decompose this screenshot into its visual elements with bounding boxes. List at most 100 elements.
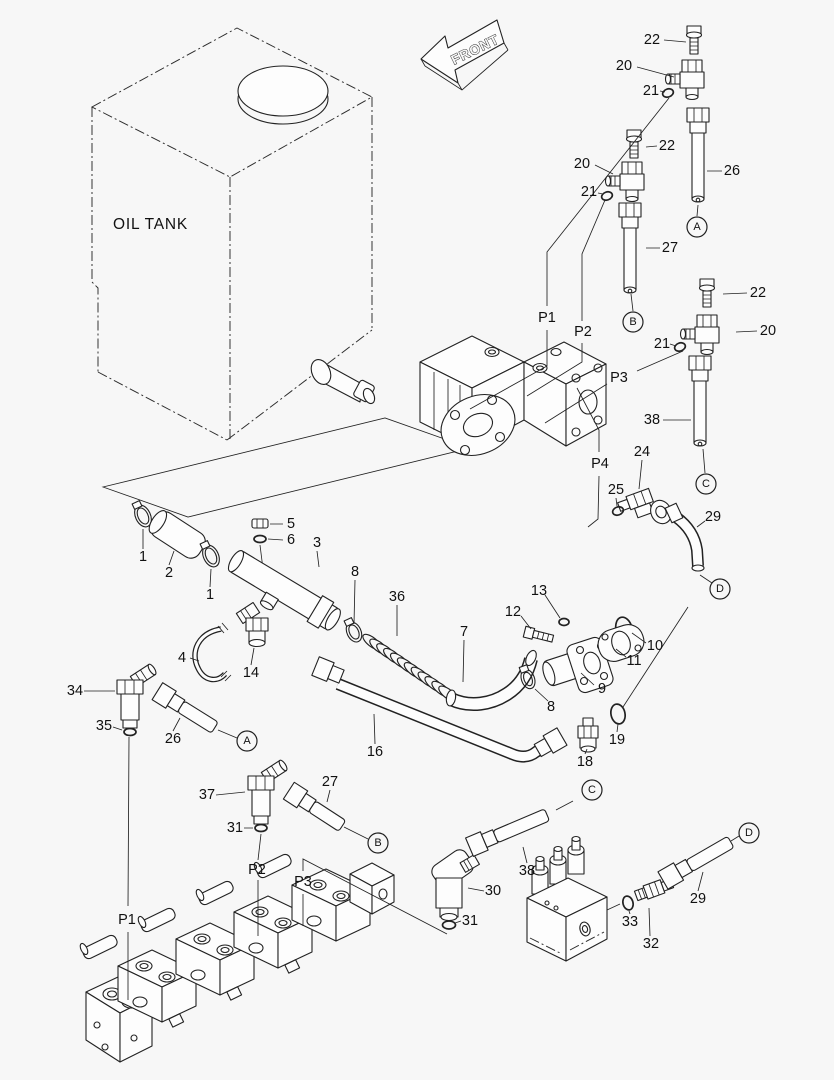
hose-29 [657, 836, 734, 890]
front-direction-arrow: FRONT [420, 19, 509, 91]
elbow-adapter-24 [617, 487, 654, 519]
part-callout: 29 [690, 891, 706, 907]
o-ring-31 [441, 920, 457, 930]
o-ring-25 [611, 505, 625, 517]
part-callout: 8 [351, 564, 359, 580]
part-callout: 38 [519, 863, 535, 879]
part-callout: 16 [367, 744, 383, 760]
connector-letter: D [716, 583, 724, 595]
o-ring-21 [661, 87, 675, 99]
connector-circle [236, 730, 258, 752]
part-callout: 20 [760, 323, 776, 339]
part-callout: 3 [313, 535, 321, 551]
part-callout: 31 [227, 820, 243, 836]
o-ring-33 [621, 895, 635, 911]
part-callout: 19 [609, 732, 625, 748]
hose-27 [282, 781, 346, 831]
part-callout: 21 [654, 336, 670, 352]
elbow-adapter-20 [604, 161, 645, 203]
part-callout: 5 [287, 516, 295, 532]
connector-letter: B [629, 316, 636, 328]
control-valve-bank [79, 853, 395, 1063]
part-callout: 21 [581, 184, 597, 200]
hose-26 [686, 107, 710, 203]
part-callout: 25 [608, 482, 624, 498]
bolt-22 [698, 278, 716, 308]
connector-circle [738, 822, 760, 844]
part-callout: 31 [462, 913, 478, 929]
connector-label: C [581, 779, 603, 801]
connector-circle [367, 832, 389, 854]
elbow-37 [247, 759, 288, 825]
solenoid-valve-block [526, 835, 608, 962]
part-callout: 33 [622, 914, 638, 930]
hose-clamp-8 [518, 664, 536, 690]
part-callout: P1 [118, 912, 136, 928]
connector-circle [581, 779, 603, 801]
part-callout: 29 [705, 509, 721, 525]
part-callout: P3 [294, 874, 312, 890]
part-callout: 27 [662, 240, 678, 256]
oil-tank-label: OIL TANK [113, 216, 188, 233]
hose-16 [311, 656, 568, 763]
hose-29 [650, 499, 705, 572]
valve-section [137, 907, 255, 1001]
connector-circle [686, 216, 708, 238]
valve-section [195, 880, 313, 974]
part-callout: 6 [287, 532, 295, 548]
suction-spring-36 [362, 633, 458, 702]
suction-tube-3 [227, 550, 341, 631]
elbow-34 [116, 663, 157, 729]
callout-layer: 2220212622202127P1P2222021P338P424252912… [67, 32, 776, 952]
part-callout: 2 [165, 565, 173, 581]
connector-letter: A [693, 221, 701, 233]
suction-hose-2 [148, 509, 206, 559]
nut-5 [251, 518, 269, 529]
part-callout: 24 [634, 444, 650, 460]
part-callout: 22 [659, 138, 675, 154]
part-callout: 34 [67, 683, 83, 699]
connector-letter: A [243, 735, 251, 747]
bolt-22 [685, 25, 703, 55]
part-callout: 10 [647, 638, 663, 654]
connector-letter: B [374, 837, 381, 849]
connector-letter: C [588, 784, 596, 796]
hose-26 [151, 682, 218, 733]
o-ring-21 [600, 190, 614, 202]
o-ring-19 [609, 703, 627, 725]
leader-lines [84, 39, 758, 1000]
hose-clamp-1 [131, 500, 152, 528]
part-callout: 4 [178, 650, 186, 666]
part-callout: 11 [626, 653, 641, 669]
part-callout: 32 [643, 936, 659, 952]
part-callout: 8 [547, 699, 555, 715]
part-callout: 18 [577, 754, 593, 770]
part-callout: 14 [243, 665, 259, 681]
part-callout: 22 [644, 32, 660, 48]
connector-circle [695, 473, 717, 495]
elbow-hose-7 [445, 649, 538, 712]
part-callout: 7 [460, 624, 468, 640]
part-callout: 38 [644, 412, 660, 428]
part-callout: 1 [206, 587, 214, 603]
part-callout: P2 [248, 862, 266, 878]
bolt-12 [522, 625, 555, 643]
mounting-plate [101, 417, 472, 518]
part-callout: 27 [322, 774, 338, 790]
hydraulic-pump [419, 335, 607, 456]
part-callout: P1 [538, 310, 556, 326]
part-callout: 30 [485, 883, 501, 899]
u-bolt-4 [192, 622, 232, 683]
connector-circle [622, 311, 644, 333]
connector-circle [709, 578, 731, 600]
part-callout: P3 [610, 370, 628, 386]
elbow-adapter-20 [679, 314, 720, 356]
valve-section [79, 934, 197, 1028]
part-callout: P2 [574, 324, 592, 340]
oil-tank-outline: OIL TANK [90, 27, 472, 518]
connector-label: B [622, 311, 644, 333]
part-callout: 26 [724, 163, 740, 179]
hose-27 [618, 202, 642, 294]
flange-fitting-9 [542, 636, 614, 694]
